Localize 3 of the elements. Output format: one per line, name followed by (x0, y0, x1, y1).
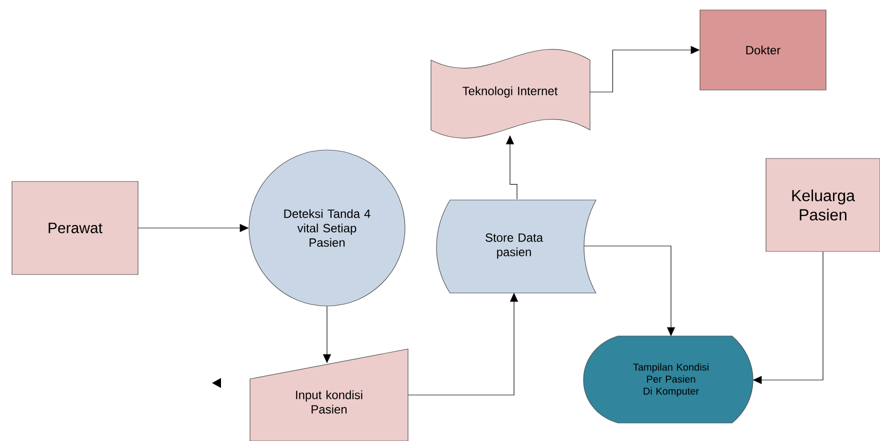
entity-box: Keluarga Pasien (766, 158, 880, 252)
entity-box: Dokter (700, 10, 826, 90)
entity-box: Perawat (12, 181, 138, 275)
